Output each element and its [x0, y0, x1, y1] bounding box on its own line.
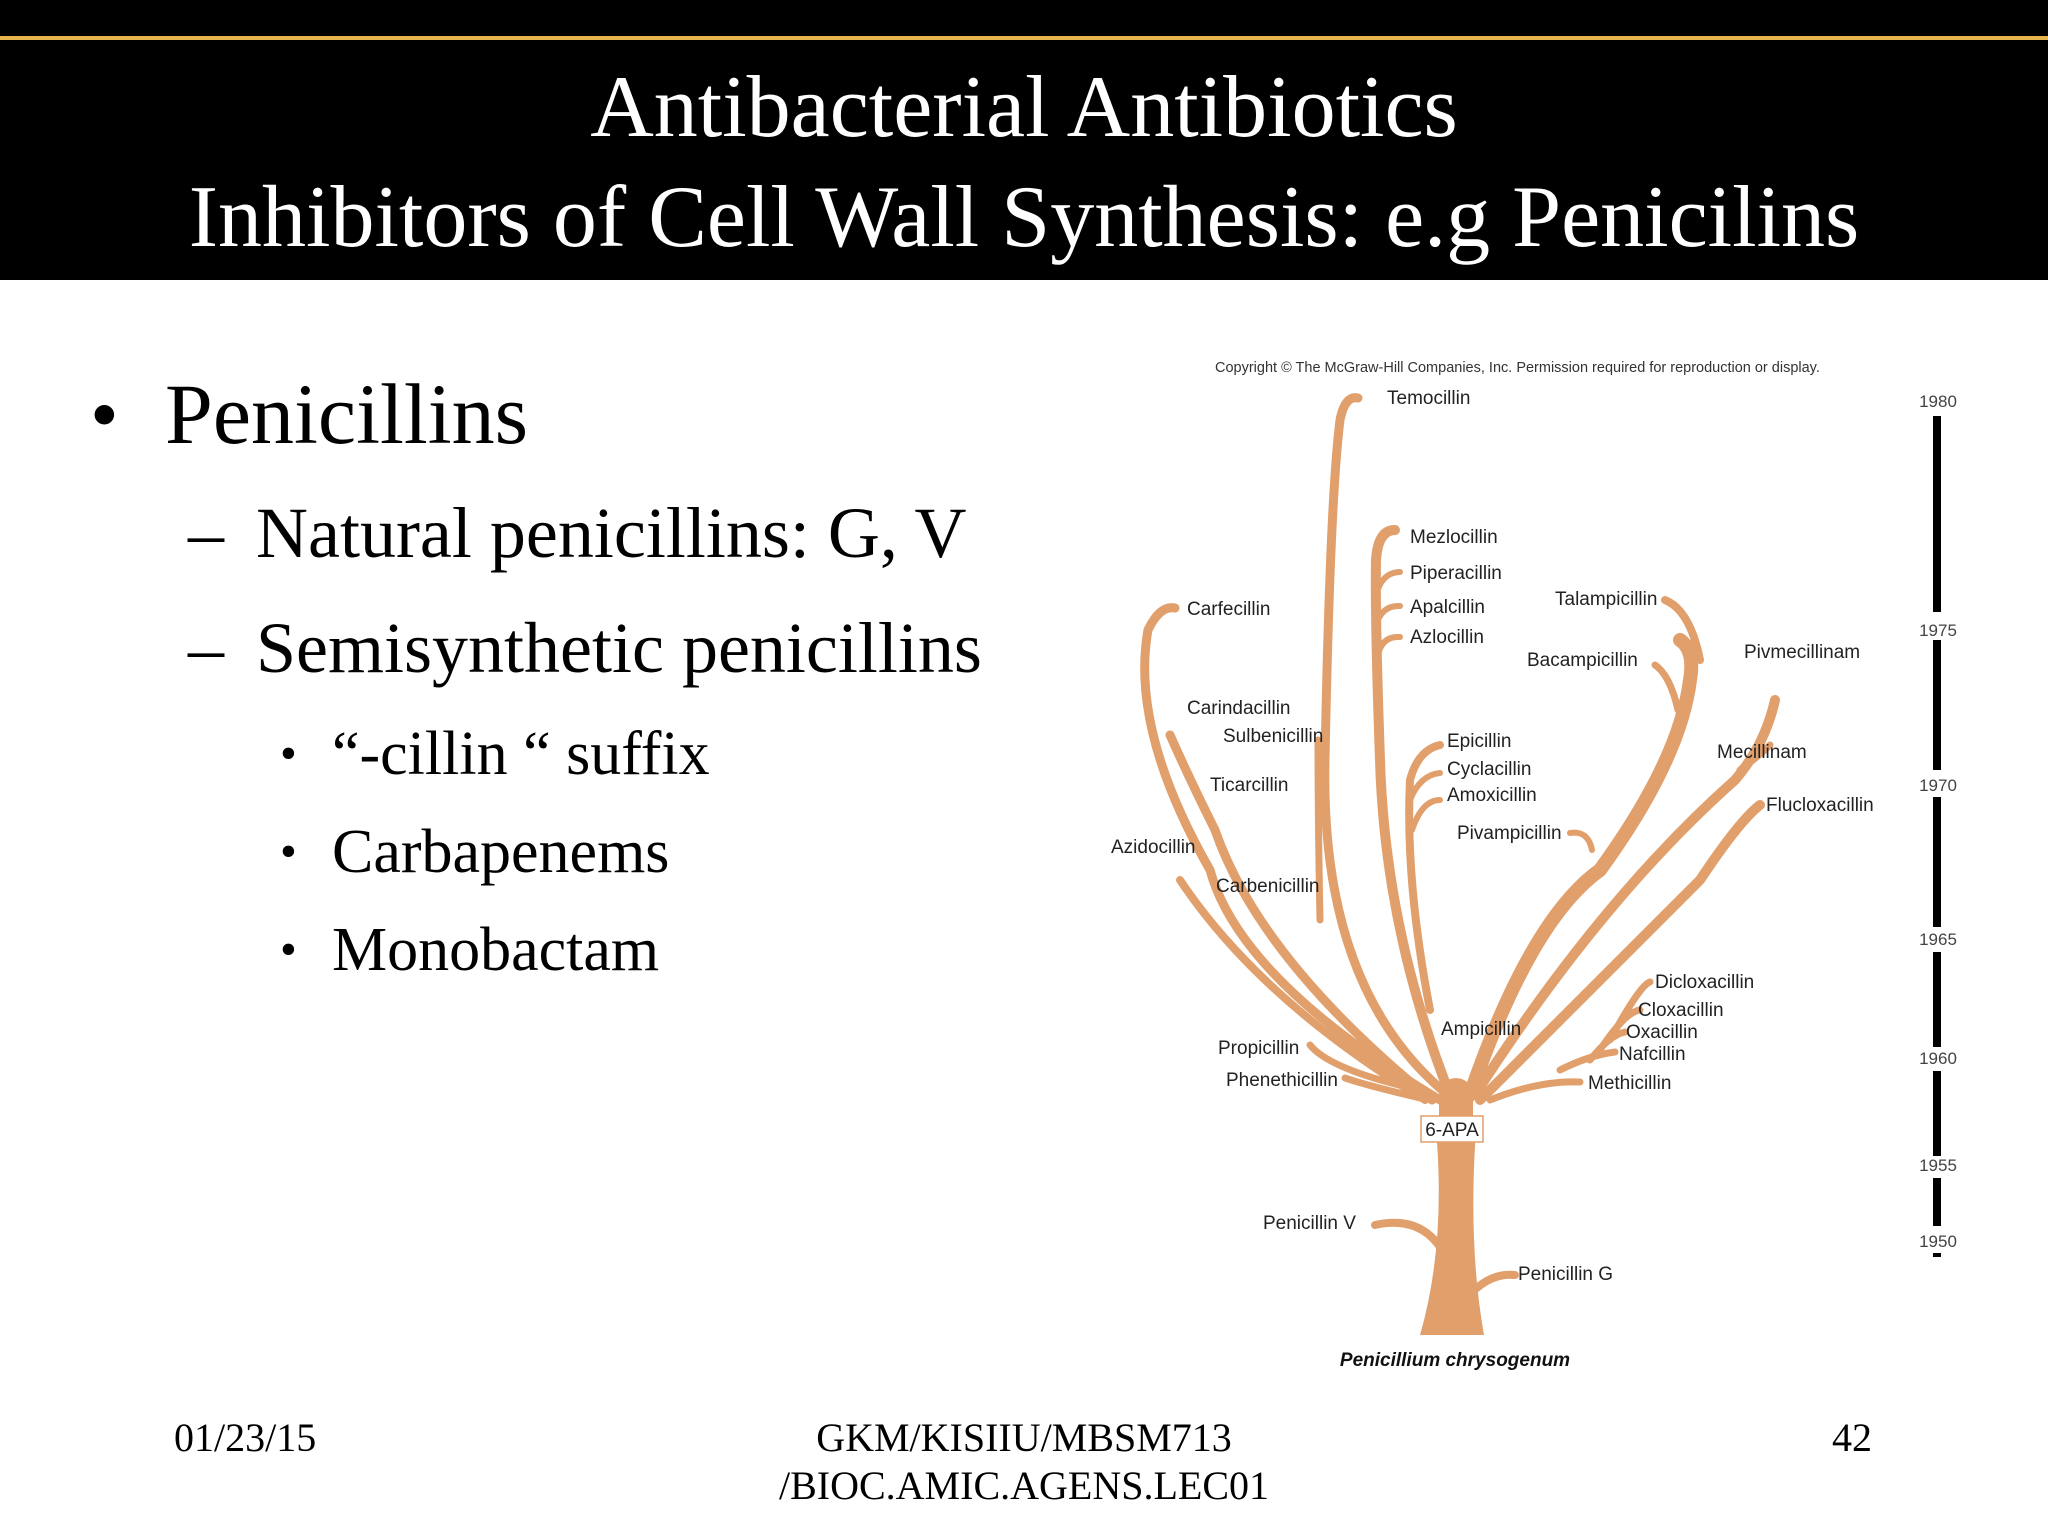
label-cloxacillin: Cloxacillin	[1638, 1000, 1724, 1021]
bullet-dot: •	[280, 825, 297, 878]
branch-azlocillin	[1375, 633, 1403, 658]
label-amoxicillin: Amoxicillin	[1447, 785, 1537, 806]
label-azlocillin: Azlocillin	[1410, 627, 1484, 648]
slide-title: Antibacterial Antibiotics	[590, 59, 1458, 156]
dash-marker: –	[188, 493, 224, 573]
branch-propicillin	[1306, 1041, 1424, 1094]
bullet-dot: •	[280, 727, 297, 780]
branch-bacampicillin	[1651, 661, 1682, 714]
bullet-carbapenems: Carbapenems	[332, 818, 670, 886]
label-talampicillin: Talampicillin	[1555, 589, 1657, 610]
title-bar	[0, 40, 2048, 280]
label-cyclacillin: Cyclacillin	[1447, 759, 1531, 780]
hub-6apa: 6-APA	[1425, 1120, 1479, 1141]
branch-temocillin	[1320, 393, 1453, 1100]
footer-date: 01/23/15	[174, 1415, 317, 1460]
footer-course-code-line2: /BIOC.AMIC.AGENS.LEC01	[778, 1463, 1270, 1508]
label-epicillin: Epicillin	[1447, 731, 1511, 752]
footer-page-number: 42	[1832, 1415, 1872, 1460]
timeline-segment	[1933, 797, 1941, 927]
label-pivampicillin: Pivampicillin	[1457, 823, 1562, 844]
timeline-segment	[1933, 952, 1941, 1047]
branch-phenethicillin	[1341, 1074, 1424, 1102]
branch-ampicillin-group	[1463, 633, 1699, 1102]
bullet-penicillins: Penicillins	[165, 366, 529, 462]
label-temocillin: Temocillin	[1387, 388, 1470, 409]
timeline-axis: 1980 1975 1970 1965 1960 1955 1950	[1919, 392, 1957, 1257]
year-label: 1965	[1919, 930, 1957, 949]
label-piperacillin: Piperacillin	[1410, 563, 1502, 584]
branch-flucloxacillin	[1475, 800, 1765, 1105]
bullet-cillin-suffix: “-cillin “ suffix	[332, 720, 710, 788]
branch-carfecillin	[1140, 603, 1445, 1105]
label-nafcillin: Nafcillin	[1619, 1044, 1686, 1065]
branch-amoxicillin	[1409, 797, 1443, 833]
timeline-segment	[1933, 640, 1941, 770]
branch-methicillin	[1486, 1078, 1584, 1104]
branch-ticarcillin	[1165, 730, 1437, 1105]
year-label: 1975	[1919, 621, 1957, 640]
label-methicillin: Methicillin	[1588, 1073, 1671, 1094]
timeline-segment	[1933, 1253, 1941, 1257]
bullet-monobactam: Monobactam	[332, 916, 660, 984]
branch-piperacillin	[1373, 569, 1403, 598]
bullet-semisynthetic: Semisynthetic penicillins	[256, 608, 982, 688]
label-mezlocillin: Mezlocillin	[1410, 527, 1498, 548]
branch-pivampicillin	[1567, 829, 1595, 853]
label-sulbenicillin: Sulbenicillin	[1223, 726, 1323, 747]
gold-accent-line	[0, 36, 2048, 40]
label-phenethicillin: Phenethicillin	[1226, 1070, 1338, 1091]
label-carfecillin: Carfecillin	[1187, 599, 1270, 620]
slide-subtitle: Inhibitors of Cell Wall Synthesis: e.g P…	[188, 169, 1860, 266]
timeline-segment	[1933, 416, 1941, 612]
branch-azidocillin	[1176, 876, 1429, 1104]
trunk	[1420, 1130, 1484, 1335]
branch-epicillin	[1405, 741, 1444, 1014]
label-flucloxacillin: Flucloxacillin	[1766, 795, 1874, 816]
label-pivmecillinam: Pivmecillinam	[1744, 642, 1860, 663]
branch-mecillinam	[1470, 695, 1780, 1100]
year-label: 1955	[1919, 1156, 1957, 1175]
branch-penicillin-g	[1461, 1270, 1519, 1304]
label-azidocillin: Azidocillin	[1111, 837, 1195, 858]
bullet-natural: Natural penicillins: G, V	[256, 493, 967, 573]
timeline-segment	[1933, 1178, 1941, 1226]
label-ticarcillin: Ticarcillin	[1210, 775, 1288, 796]
label-oxacillin: Oxacillin	[1626, 1022, 1698, 1043]
drug-labels: Temocillin Mezlocillin Piperacillin Apal…	[1111, 388, 1874, 1285]
label-dicloxacillin: Dicloxacillin	[1655, 972, 1754, 993]
year-label: 1970	[1919, 776, 1957, 795]
top-black-strip	[0, 0, 2048, 36]
bullet-dot: •	[280, 923, 297, 976]
branch-apalcillin	[1373, 602, 1403, 628]
label-apalcillin: Apalcillin	[1410, 597, 1485, 618]
branch-mezlocillin-group	[1370, 525, 1455, 1100]
label-propicillin: Propicillin	[1218, 1038, 1299, 1059]
dash-marker: –	[188, 608, 224, 688]
branch-talampicillin	[1661, 596, 1704, 664]
year-label: 1960	[1919, 1049, 1957, 1068]
label-ampicillin: Ampicillin	[1441, 1019, 1521, 1040]
organism-label: Penicillium chrysogenum	[1340, 1350, 1570, 1371]
label-carbenicillin: Carbenicillin	[1216, 876, 1320, 897]
bullet-dot: •	[90, 369, 119, 460]
figure-copyright: Copyright © The McGraw-Hill Companies, I…	[1215, 360, 1820, 376]
tree-branches	[1140, 393, 1780, 1335]
label-bacampicillin: Bacampicillin	[1527, 650, 1638, 671]
year-label: 1950	[1919, 1232, 1957, 1251]
label-penicillin-g: Penicillin G	[1518, 1264, 1613, 1285]
branch-nafcillin	[1556, 1048, 1619, 1074]
label-carindacillin: Carindacillin	[1187, 698, 1291, 719]
footer-course-code: GKM/KISIIU/MBSM713	[816, 1415, 1232, 1460]
branch-pivmecillinam	[1736, 741, 1774, 774]
label-mecillinam: Mecillinam	[1717, 742, 1807, 763]
branch-penicillin-v	[1371, 1218, 1446, 1254]
branch-sulbenicillin	[1314, 736, 1324, 924]
timeline-segment	[1933, 1071, 1941, 1156]
branch-cyclacillin	[1407, 770, 1443, 803]
label-penicillin-v: Penicillin V	[1263, 1213, 1356, 1234]
hub-box	[1420, 1115, 1484, 1143]
year-label: 1980	[1919, 392, 1957, 411]
